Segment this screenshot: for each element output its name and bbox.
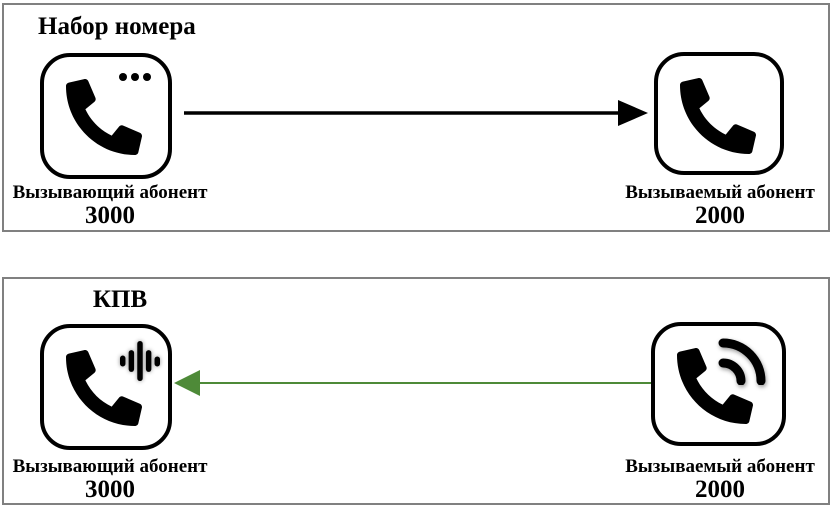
ringing-waves-icon: [718, 338, 766, 385]
caller-phone-device: [40, 53, 172, 179]
ringback-arrow-icon: [174, 370, 652, 396]
dialing-dots-icon: [119, 73, 151, 81]
caller-label: Вызывающий абонент: [12, 182, 208, 203]
panel-ringback-title: КПВ: [92, 286, 148, 313]
ringback-arrowhead: [174, 370, 200, 396]
callee-phone-device: [651, 322, 786, 446]
audio-waveform-icon: [120, 341, 160, 381]
caller-number: 3000: [85, 202, 135, 229]
callee-phone-device: [654, 52, 784, 175]
callee-label: Вызываемый абонент: [625, 182, 815, 203]
caller-number: 3000: [85, 476, 135, 503]
phone-icon: [677, 348, 753, 424]
phone-icon: [680, 78, 756, 154]
caller-label: Вызывающий абонент: [12, 456, 208, 477]
phone-icon: [66, 350, 142, 426]
call-setup-arrowhead: [618, 100, 648, 126]
panel-dialing-title: Набор номера: [38, 13, 196, 40]
caller-phone-device: [40, 324, 172, 450]
call-setup-arrow-icon: [184, 100, 648, 126]
callee-label: Вызываемый абонент: [625, 456, 815, 477]
callee-number: 2000: [695, 476, 745, 503]
panel-dialing: Набор номера Вызывающий абонент 3000 Вы: [2, 3, 830, 232]
phone-icon: [66, 79, 142, 155]
callee-number: 2000: [695, 202, 745, 229]
panel-ringback: КПВ Вызывающий абонент 3000: [2, 277, 830, 505]
